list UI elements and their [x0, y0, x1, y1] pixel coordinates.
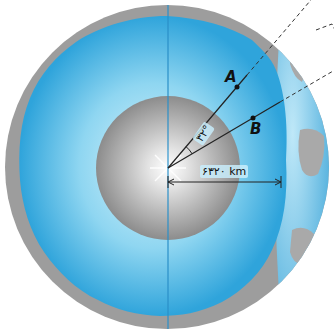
ray-b — [168, 102, 280, 168]
ray-a — [168, 75, 247, 168]
point-label: B — [250, 120, 261, 138]
point-label: A — [225, 68, 237, 86]
angle-arc — [186, 147, 192, 154]
point-b — [251, 116, 256, 121]
dimension-label: ۶۳۲۰ km — [200, 165, 248, 178]
mantle — [19, 16, 286, 316]
ray-box — [316, 24, 334, 40]
radius-arrow — [275, 179, 281, 185]
ray-a-ext — [247, 0, 316, 75]
radius-line — [168, 182, 281, 183]
ray-b-ext — [280, 67, 334, 102]
radius-arrow — [168, 179, 174, 185]
